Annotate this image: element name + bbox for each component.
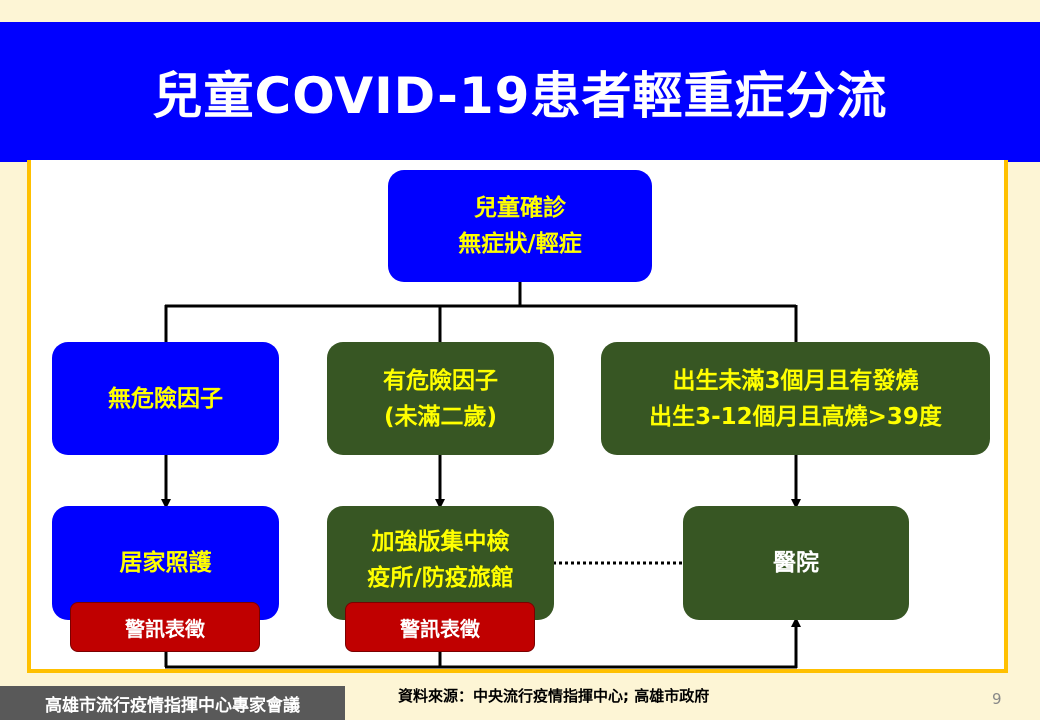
branch-risk: 有危險因子 (未滿二歲): [327, 342, 554, 455]
outcome-home-care-label: 居家照護: [119, 550, 212, 576]
slide-title: 兒童COVID-19患者輕重症分流: [152, 67, 888, 125]
organization-label: 高雄市流行疫情指揮中心專家會議: [0, 686, 345, 720]
warning-badge-quarantine: 警訊表徵: [345, 602, 535, 652]
outcome-quarantine-line2: 疫所/防疫旅館: [367, 565, 514, 591]
branch-infant-fever: 出生未滿3個月且有發燒 出生3-12個月且高燒>39度: [601, 342, 990, 455]
root-line1: 兒童確診: [474, 195, 566, 221]
outcome-hospital-label: 醫院: [773, 550, 819, 576]
outcome-home-care: 居家照護: [52, 506, 279, 620]
branch-risk-line2: (未滿二歲): [383, 403, 498, 430]
page-number: 9: [992, 690, 1002, 708]
source-note: 資料來源：中央流行疫情指揮中心; 高雄市政府: [398, 687, 710, 705]
root-box: 兒童確診 無症狀/輕症: [388, 170, 652, 282]
warning-badge-home-care: 警訊表徵: [70, 602, 260, 652]
title-bar: 兒童COVID-19患者輕重症分流: [0, 22, 1040, 162]
branch-risk-line1: 有危險因子: [383, 367, 498, 394]
branch-infant-line2: 出生3-12個月且高燒>39度: [649, 403, 942, 430]
outcome-quarantine-line1: 加強版集中檢: [371, 529, 510, 555]
root-line2: 無症狀/輕症: [458, 231, 582, 257]
branch-infant-line1: 出生未滿3個月且有發燒: [672, 367, 919, 394]
outcome-hospital: 醫院: [683, 506, 909, 620]
branch-no-risk-label: 無危險因子: [108, 385, 223, 412]
branch-no-risk: 無危險因子: [52, 342, 279, 455]
outcome-quarantine: 加強版集中檢 疫所/防疫旅館: [327, 506, 554, 620]
